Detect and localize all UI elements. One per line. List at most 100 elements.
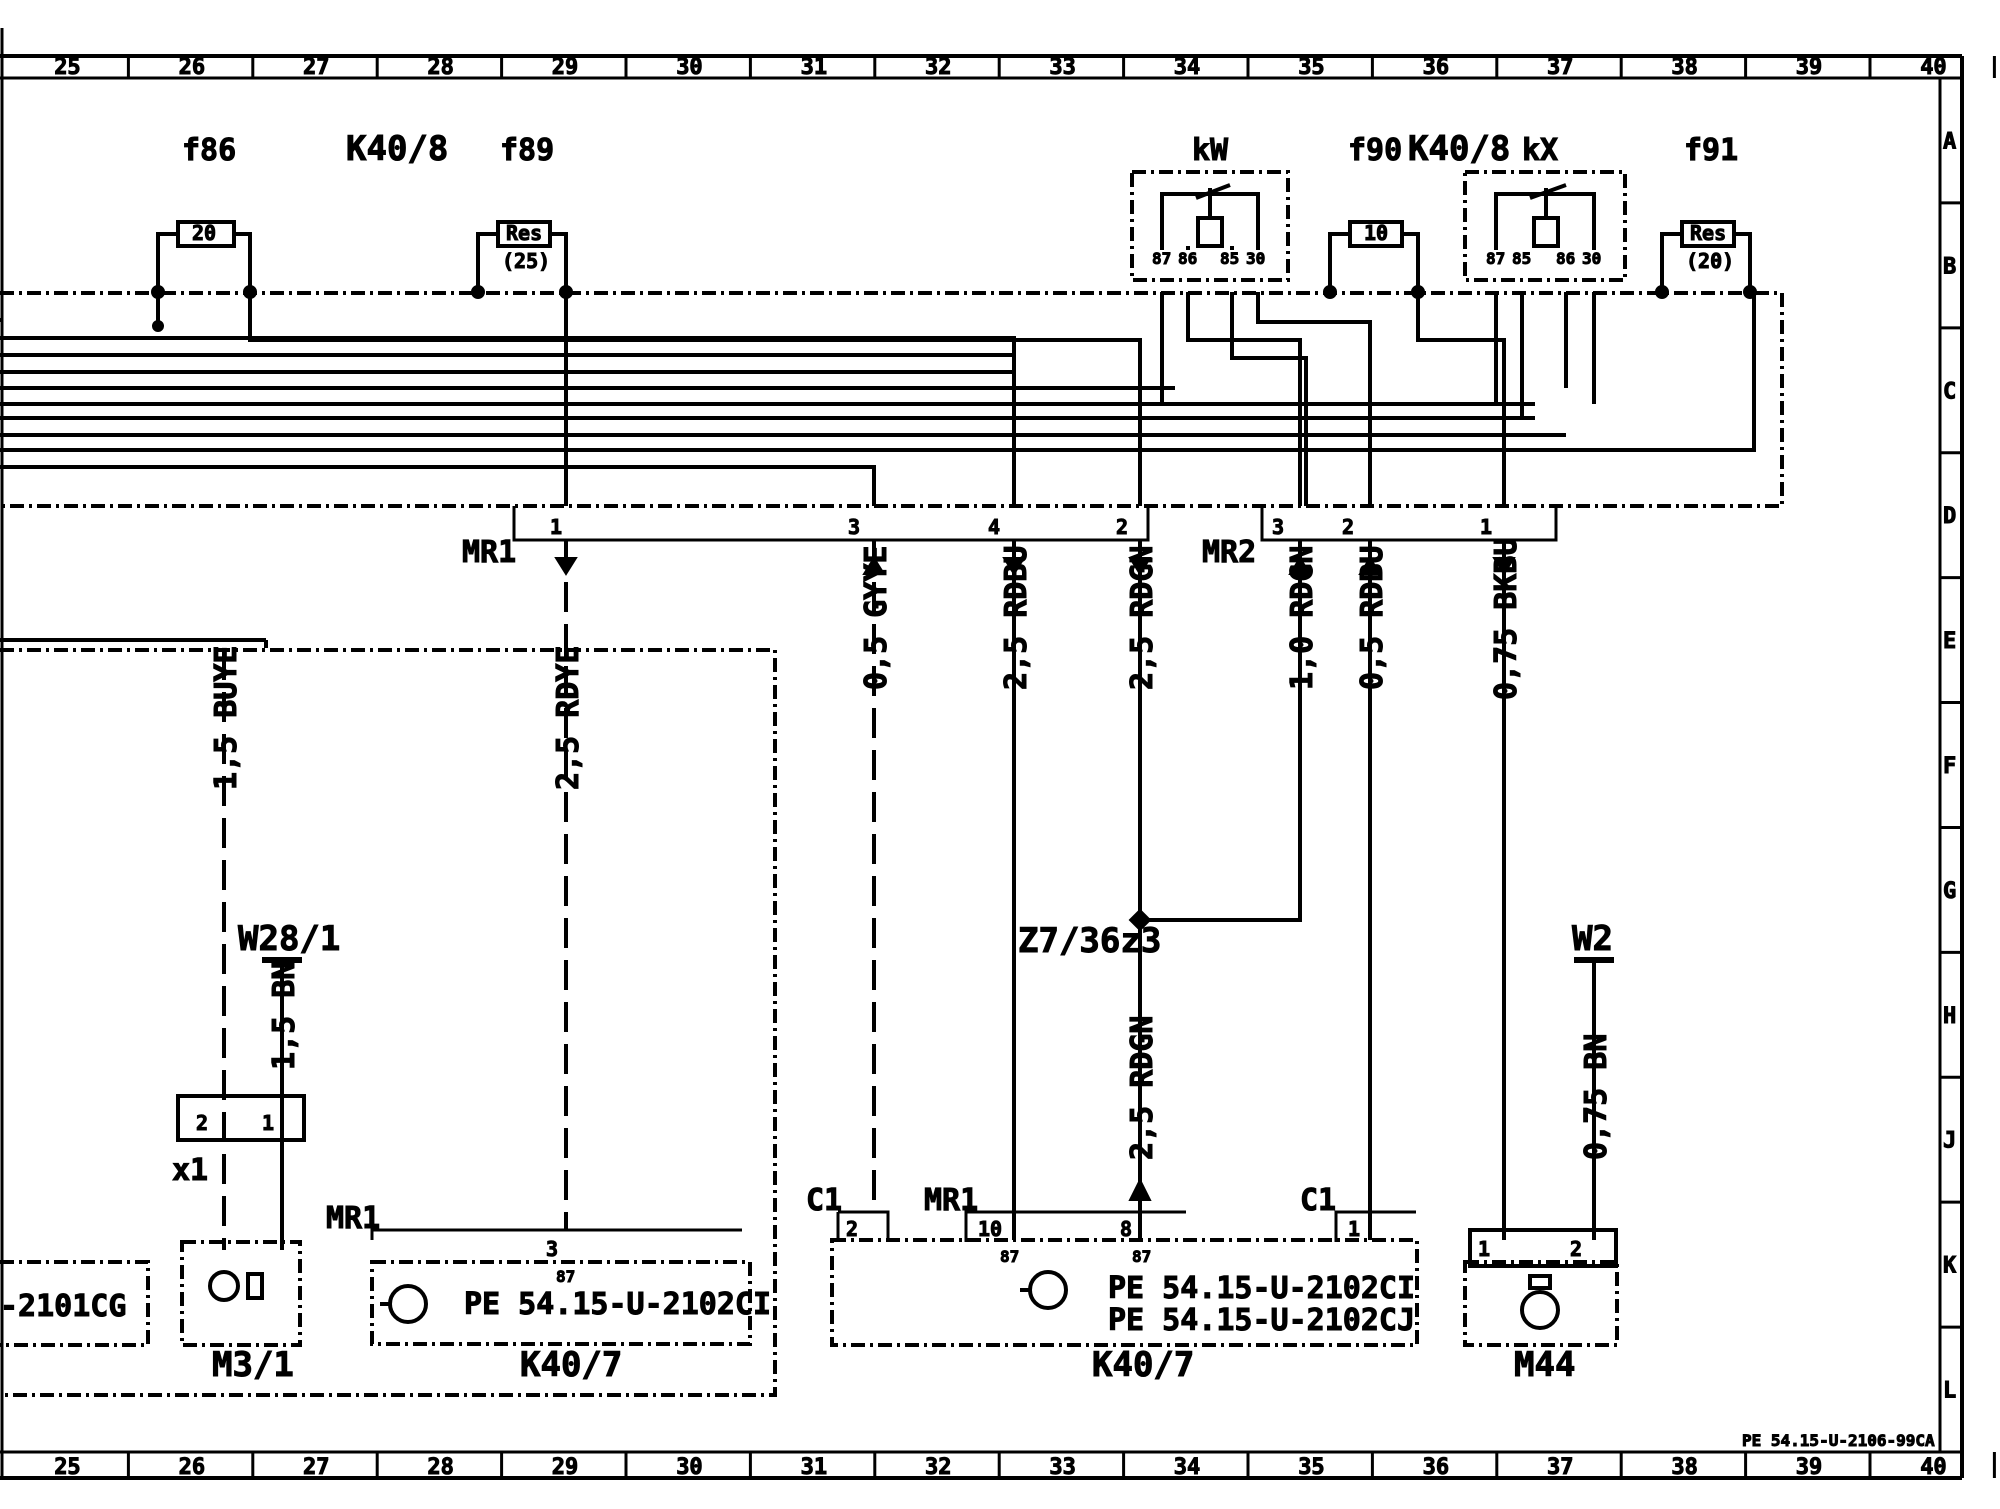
- plug-mr1-left-label: MR1: [326, 1201, 380, 1236]
- relay-kw-pin: 86: [1178, 249, 1197, 268]
- pump-k40-7-left-symbol: [380, 1284, 428, 1324]
- fuse-f86[interactable]: [151, 220, 257, 332]
- relay-kw-pin: 87: [1152, 249, 1171, 268]
- connector-mr2-label: MR2: [1202, 535, 1256, 570]
- column-label-36: 36: [1423, 55, 1450, 80]
- row-label-K: K: [1943, 1254, 1957, 1279]
- connector-mr1-pin: 1: [550, 515, 562, 539]
- sheet-frame: [0, 28, 1964, 1480]
- relay-kw-pin: 85: [1220, 249, 1239, 268]
- plug-mr1-left[interactable]: [370, 1228, 742, 1240]
- ground-w28-label: W28/1: [238, 919, 340, 959]
- ground-w2-label: W2: [1572, 919, 1613, 959]
- row-label-E: E: [1943, 629, 1956, 654]
- column-label-30: 30: [676, 55, 703, 80]
- column-label-29: 29: [552, 1455, 579, 1480]
- relay-kw-label: kW: [1192, 133, 1229, 168]
- relay-kw[interactable]: [1160, 183, 1260, 250]
- column-label-26: 26: [179, 55, 206, 80]
- wire-rdgn-3-label: 2,5 RDGN: [1125, 1016, 1160, 1161]
- plug-x1-pin: 1: [262, 1111, 274, 1135]
- column-label-35: 35: [1298, 1455, 1325, 1480]
- column-label-28: 28: [427, 1455, 454, 1480]
- row-label-A: A: [1943, 129, 1956, 154]
- connector-mr1-pin: 2: [1116, 515, 1128, 539]
- component-m31-label: M3/1: [212, 1345, 294, 1385]
- fusebox-label-1: K40/8: [346, 129, 448, 169]
- wire-rdgn-1-label: 2,5 RDGN: [1125, 546, 1160, 691]
- row-label-B: B: [1943, 254, 1956, 279]
- plug-mr1-k40[interactable]: [964, 1210, 1186, 1242]
- plug-m44[interactable]: [1468, 1228, 1618, 1268]
- column-label-40: 40: [1920, 55, 1947, 80]
- plug-c1-right-pin: 1: [1348, 1217, 1360, 1241]
- fuse-f89[interactable]: [471, 220, 573, 299]
- column-label-33: 33: [1049, 55, 1076, 80]
- fuse-f90-rating: 10: [1364, 221, 1388, 245]
- row-label-L: L: [1943, 1379, 1956, 1404]
- connector-mr1-pin: 4: [988, 515, 1000, 539]
- component-labels: W28/1 W2 Z7/36z3 x1 2 1 C1 2 MR1 10 8 87…: [0, 919, 1936, 1451]
- wire-rdgn-2-label: 1,0 RDGN: [1285, 546, 1320, 691]
- column-label-39: 39: [1796, 55, 1823, 80]
- pump-k40-7-right-symbol: [1020, 1270, 1068, 1310]
- column-label-31: 31: [801, 55, 828, 80]
- wire-rdye-label: 2,5 RDYE: [551, 646, 586, 791]
- column-labels: 2525262627272828292930303131323233333434…: [54, 55, 1947, 1481]
- plug-x1[interactable]: [176, 1094, 306, 1142]
- wire-gyye-label: 0,5 GYYE: [859, 546, 894, 691]
- plug-c1-left-label: C1: [806, 1183, 842, 1218]
- column-label-37: 37: [1547, 1455, 1574, 1480]
- component-k40-7-right-ref-2: PE 54.15-U-2102CJ: [1108, 1303, 1415, 1338]
- row-ticks: [1940, 201, 1962, 1454]
- column-label-29: 29: [552, 55, 579, 80]
- component-k40-7-left-label: K40/7: [520, 1345, 622, 1385]
- column-label-33: 33: [1049, 1455, 1076, 1480]
- splice-label: Z7/36z3: [1018, 921, 1161, 961]
- fuse-f91-note: (20): [1686, 249, 1734, 273]
- column-label-35: 35: [1298, 55, 1325, 80]
- connector-mr1-bar[interactable]: [512, 506, 1150, 542]
- column-label-34: 34: [1174, 55, 1201, 80]
- wire-bn-2-label: 0,75 BN: [1579, 1034, 1614, 1160]
- row-label-C: C: [1943, 379, 1956, 404]
- column-label-25: 25: [54, 1455, 80, 1480]
- plug-pin-87: 87: [1132, 1247, 1151, 1266]
- plug-mr1-k40-pin: 8: [1120, 1217, 1132, 1241]
- component-k40-7-right-label: K40/7: [1092, 1345, 1194, 1385]
- plug-m44-pin: 1: [1478, 1237, 1490, 1261]
- column-label-26: 26: [179, 1455, 206, 1480]
- flow-arrows: [554, 556, 1516, 1201]
- plug-pin-87: 87: [1000, 1247, 1019, 1266]
- row-label-G: G: [1943, 879, 1956, 904]
- column-ticks: [126, 56, 1996, 1478]
- column-label-27: 27: [303, 55, 330, 80]
- bus-wires: [0, 292, 1756, 506]
- column-label-34: 34: [1174, 1455, 1201, 1480]
- relay-kx-pin: 85: [1512, 249, 1531, 268]
- fuse-f86-rating: 20: [192, 221, 216, 245]
- column-label-31: 31: [801, 1455, 828, 1480]
- wire-buye-label: 1,5 BUYE: [209, 646, 244, 791]
- plug-c1-right[interactable]: [1334, 1210, 1416, 1242]
- wire-labels: 1,5 BUYE 2,5 RDYE 0,5 GYYE 2,5 RDBU 2,5 …: [209, 537, 1615, 1161]
- relay-kx-label: kX: [1522, 133, 1558, 168]
- component-cut-ref: -2101CG: [0, 1289, 126, 1324]
- relay-kx[interactable]: [1494, 183, 1596, 250]
- connector-mr2-bar[interactable]: [1260, 506, 1558, 542]
- fuse-f91-label: f91: [1684, 133, 1738, 168]
- motor-m31-symbol: [208, 1270, 264, 1302]
- plug-pin-87: 87: [556, 1267, 575, 1286]
- fuse-f89-rating: Res: [506, 221, 542, 245]
- fusebox-label-2: K40/8: [1408, 129, 1510, 169]
- column-label-28: 28: [427, 55, 454, 80]
- row-label-D: D: [1943, 504, 1956, 529]
- plug-c1-left[interactable]: [836, 1210, 890, 1242]
- plug-mr1-left-pin: 3: [546, 1237, 558, 1261]
- column-label-30: 30: [676, 1455, 703, 1480]
- wire-bkbu-label: 0,75 BKBU: [1489, 537, 1524, 700]
- fuse-f89-label: f89: [500, 133, 554, 168]
- fuse-f86-label: f86: [182, 133, 236, 168]
